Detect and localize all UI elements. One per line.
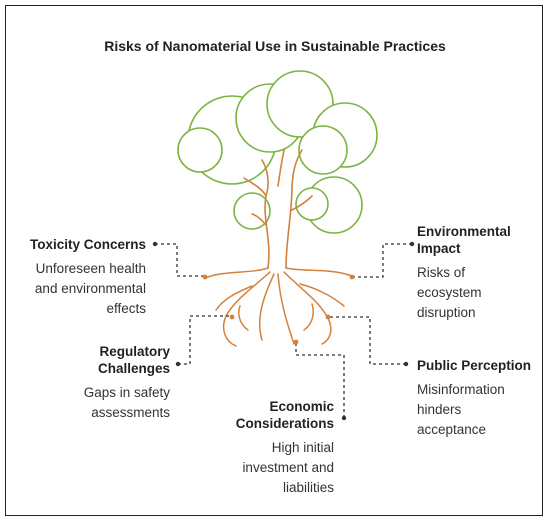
connector-toxicity bbox=[155, 243, 205, 277]
connector-endpoints bbox=[152, 241, 415, 421]
risk-regulatory: Regulatory Challenges Gaps in safety ass… bbox=[84, 343, 170, 423]
risk-description: Unforeseen health and environmental effe… bbox=[34, 261, 146, 316]
tree-trunk bbox=[243, 149, 313, 269]
risk-toxicity: Toxicity Concerns Unforeseen health and … bbox=[30, 236, 146, 319]
risk-description: Misinformation hinders acceptance bbox=[417, 382, 505, 437]
connector-environmental bbox=[352, 243, 412, 278]
risk-heading: Environmental Impact bbox=[417, 224, 511, 256]
connector-public bbox=[328, 316, 406, 365]
risk-description: Risks of ecosystem disruption bbox=[417, 265, 482, 320]
risk-heading: Economic Considerations bbox=[235, 399, 334, 431]
risk-description: Gaps in safety assessments bbox=[83, 385, 170, 420]
tree-canopy bbox=[177, 70, 378, 234]
connector-economic bbox=[295, 342, 345, 418]
root-attach-points bbox=[202, 274, 355, 345]
risk-environmental: Environmental Impact Risks of ecosystem … bbox=[417, 223, 511, 323]
risk-description: High initial investment and liabilities bbox=[242, 440, 334, 495]
diagram-title: Risks of Nanomaterial Use in Sustainable… bbox=[104, 38, 446, 54]
risk-economic: Economic Considerations High initial inv… bbox=[236, 398, 334, 498]
canopy-cloud bbox=[298, 125, 348, 175]
risk-heading: Toxicity Concerns bbox=[29, 237, 146, 252]
tree-roots bbox=[204, 267, 353, 347]
connectors bbox=[155, 243, 412, 418]
connector-regulatory bbox=[178, 315, 232, 365]
risk-heading: Regulatory Challenges bbox=[97, 344, 170, 376]
canopy-cloud bbox=[177, 127, 223, 173]
risk-public: Public Perception Misinformation hinders… bbox=[417, 357, 531, 440]
canopy-cloud bbox=[295, 187, 329, 221]
risk-heading: Public Perception bbox=[417, 358, 532, 373]
